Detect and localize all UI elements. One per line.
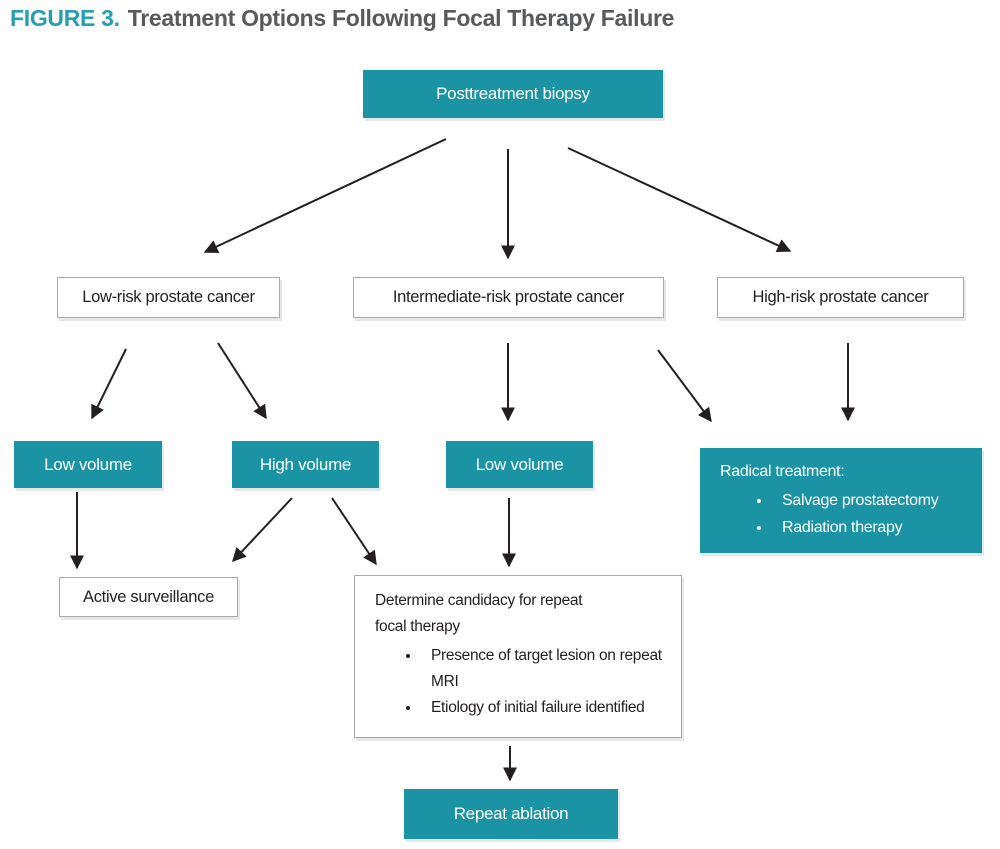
arrow-biopsy-to-highrisk [567,147,792,253]
bullet-item: Radiation therapy [772,514,938,541]
node-low-risk-prostate-cancer: Low-risk prostate cancer [57,277,280,318]
node-label: Low volume [475,454,564,474]
node-label: Posttreatment biopsy [436,84,590,104]
arrow-lowrisk-to-highvolume [217,342,267,420]
arrow-lowrisk-to-lowvolume [91,348,127,420]
node-determine-candidacy: Determine candidacy for repeat focal the… [354,575,682,738]
bullet-item: Presence of target lesion on repeat MRI [421,643,666,696]
arrow-intermediate-to-radical [657,349,712,423]
node-intermediate-risk-prostate-cancer: Intermediate-risk prostate cancer [353,277,664,318]
determine-candidacy-heading-line2: focal therapy [375,618,460,636]
figure-label: FIGURE 3. [10,5,120,31]
node-low-volume-left: Low volume [14,441,162,488]
determine-candidacy-heading-line1: Determine candidacy for repeat [375,592,583,609]
node-posttreatment-biopsy: Posttreatment biopsy [363,70,663,118]
node-active-surveillance: Active surveillance [59,577,238,617]
node-repeat-ablation: Repeat ablation [404,789,618,839]
node-label: Low volume [44,454,132,474]
node-label: Active surveillance [83,587,214,606]
node-label: Low-risk prostate cancer [82,288,255,307]
node-high-risk-prostate-cancer: High-risk prostate cancer [717,277,964,318]
arrow-highvolume-to-surveillance [232,497,293,563]
figure-title: FIGURE 3. Treatment Options Following Fo… [10,5,674,32]
node-label: Intermediate-risk prostate cancer [392,288,625,307]
node-label: High-risk prostate cancer [752,288,929,307]
radical-treatment-heading: Radical treatment: [720,463,845,480]
radical-treatment-bullet-list: Salvage prostatectomy Radiation therapy [720,487,939,541]
bullet-item: Salvage prostatectomy [772,487,939,514]
node-high-volume: High volume [232,441,379,488]
determine-candidacy-bullet-list: Presence of target lesion on repeat MRI … [375,643,666,722]
figure-title-text: Treatment Options Following Focal Therap… [127,5,675,31]
arrow-highvolume-to-determine [331,497,377,566]
node-radical-treatment: Radical treatment: Salvage prostatectomy… [700,448,982,553]
node-low-volume-middle: Low volume [446,441,593,488]
arrow-biopsy-to-lowrisk [203,138,447,253]
bullet-item: Etiology of initial failure identified [421,695,666,721]
node-label: High volume [259,454,352,474]
node-label: Repeat ablation [453,804,569,824]
